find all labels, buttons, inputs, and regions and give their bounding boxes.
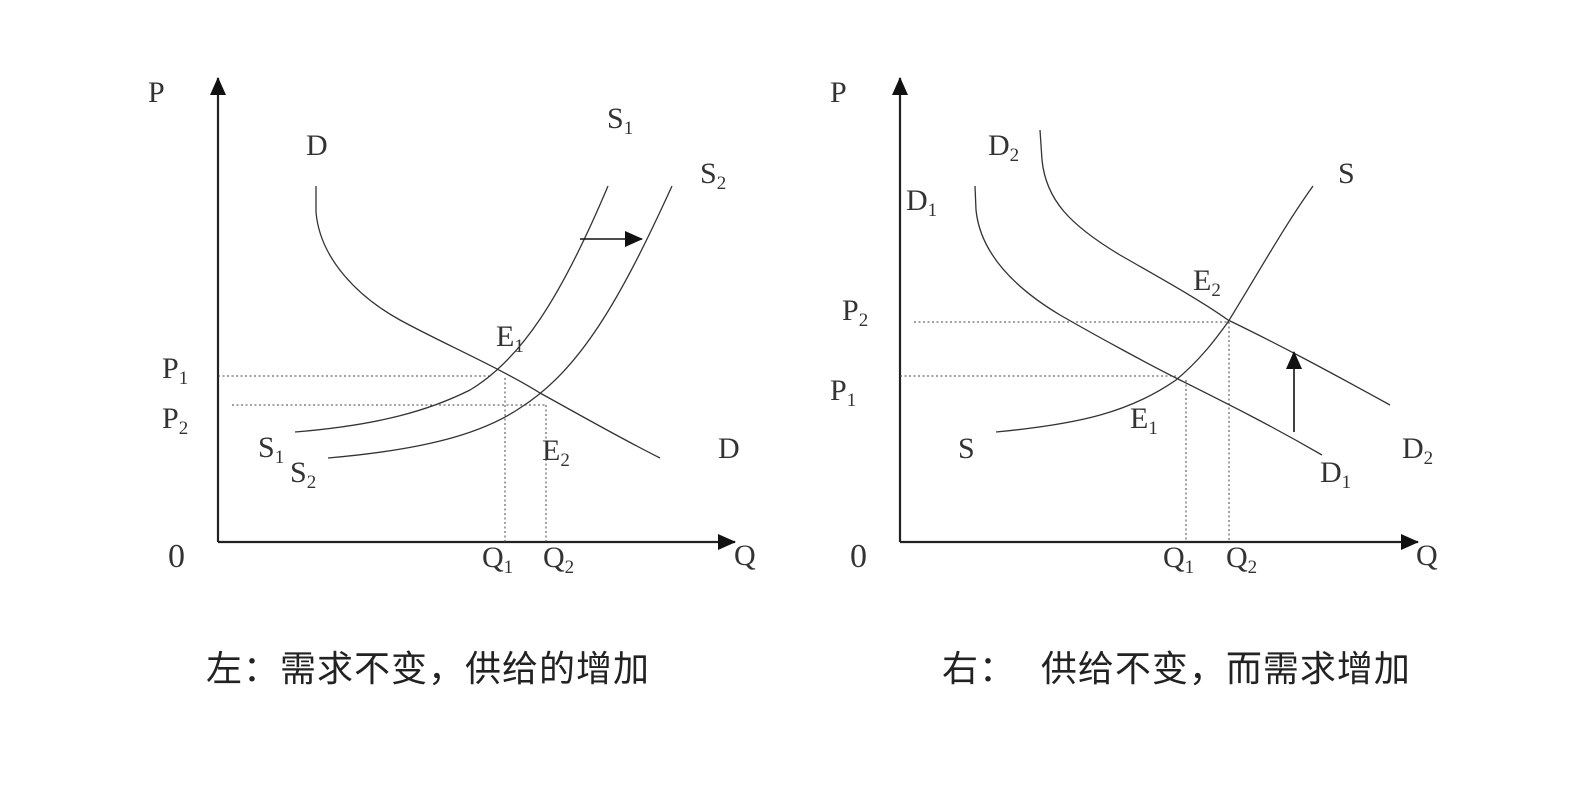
label-e1: E1 (496, 320, 524, 357)
label-s-bottom: S (958, 432, 975, 465)
axis-label-p: P (148, 76, 165, 109)
right-chart: P Q 0 D2 D1 D1 D2 S S E2 E1 P2 P1 Q1 Q2 (830, 76, 1438, 578)
label-q1: Q1 (482, 541, 513, 578)
label-d1-top: D1 (906, 184, 937, 221)
axis-label-p: P (830, 76, 847, 109)
label-e2: E2 (1193, 264, 1221, 301)
label-s2-top: S2 (700, 157, 726, 194)
label-s1-top: S1 (607, 102, 633, 139)
origin-label: 0 (850, 538, 867, 575)
label-d2-top: D2 (988, 129, 1019, 166)
demand-curve-d (315, 186, 661, 459)
axis-label-q: Q (1416, 539, 1438, 572)
label-d2-bottom: D2 (1402, 432, 1433, 469)
label-s-top: S (1338, 157, 1355, 190)
label-p2: P2 (842, 294, 868, 331)
label-e2: E2 (542, 434, 570, 471)
supply-curve-s2 (327, 185, 673, 459)
demand-curve-d2 (1039, 129, 1391, 406)
left-chart: P Q 0 D D S1 S2 S1 S2 E1 E2 P1 P2 Q1 Q2 (148, 76, 756, 578)
label-q1: Q1 (1163, 541, 1194, 578)
label-q2: Q2 (543, 541, 574, 578)
label-s1-bottom: S1 (258, 431, 284, 468)
label-p1: P1 (162, 352, 188, 389)
axis-label-q: Q (734, 539, 756, 572)
origin-label: 0 (168, 538, 185, 575)
left-caption: 左：需求不变，供给的增加 (206, 649, 651, 690)
label-q2: Q2 (1226, 541, 1257, 578)
label-d-bottom: D (718, 432, 740, 465)
supply-curve-s1 (294, 185, 609, 433)
demand-curve-d1 (974, 185, 1323, 456)
label-e1: E1 (1130, 402, 1158, 439)
label-p1: P1 (830, 374, 856, 411)
label-d1-bottom: D1 (1320, 456, 1351, 493)
right-caption: 右： 供给不变，而需求增加 (942, 649, 1411, 690)
supply-curve-s (995, 185, 1314, 433)
label-d-top: D (306, 129, 328, 162)
label-s2-bottom: S2 (290, 456, 316, 493)
label-p2: P2 (162, 402, 188, 439)
